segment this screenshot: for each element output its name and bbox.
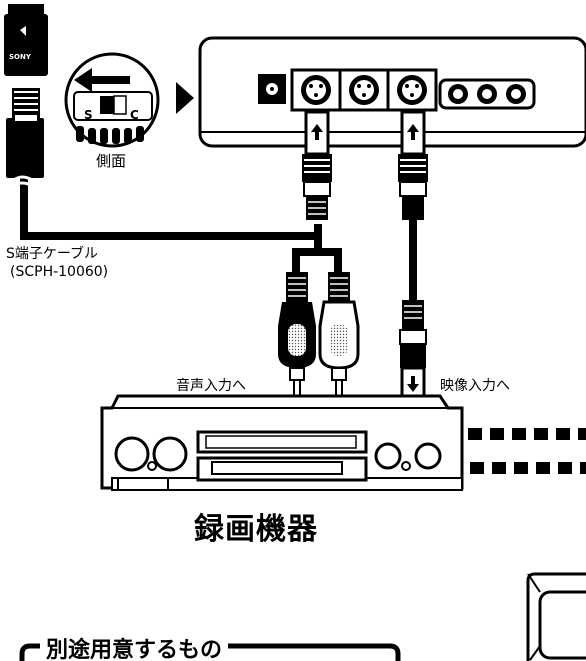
audio-input-label: 音声入力へ <box>176 378 246 394</box>
audio-plug-right <box>318 272 360 399</box>
arrow-right-icon <box>176 82 194 114</box>
video-input-label: 映像入力へ <box>440 378 510 394</box>
cable-model-label: (SCPH-10060) <box>10 264 109 280</box>
s-video-plug-top-left <box>302 110 332 220</box>
audio-plug-left <box>278 272 316 399</box>
cable-name-label: S端子ケーブル <box>6 246 99 262</box>
switch-s-label: S <box>84 108 93 122</box>
prepare-title: 別途用意するもの <box>40 632 229 661</box>
switch-c-label: C <box>130 108 139 122</box>
side-switch <box>64 52 160 148</box>
playstation-connector <box>4 4 48 178</box>
side-label: 側面 <box>96 152 127 170</box>
television <box>526 572 586 661</box>
s-video-cable <box>20 178 342 272</box>
adapter-box <box>198 36 586 148</box>
s-video-plug-bottom <box>399 300 427 402</box>
recorder-device <box>100 394 464 491</box>
s-video-plug-top-right <box>398 110 428 220</box>
device-title: 録画機器 <box>194 512 318 547</box>
sony-label: SONY <box>9 53 31 61</box>
dashed-connection <box>468 428 586 474</box>
